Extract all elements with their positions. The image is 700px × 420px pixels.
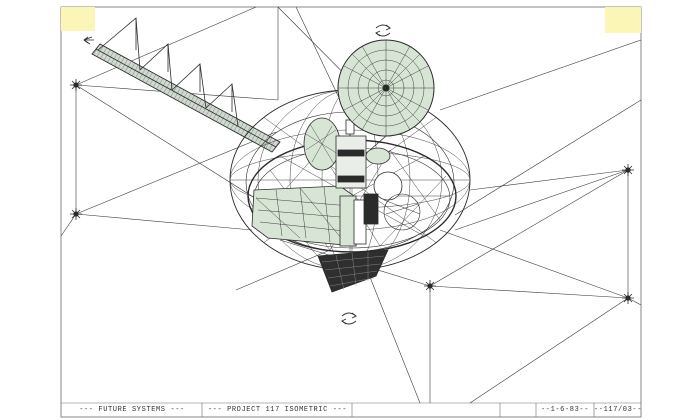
truss-boom bbox=[83, 17, 281, 153]
title-block-project: --- PROJECT 117 ISOMETRIC --- bbox=[207, 406, 348, 414]
habitat-modules bbox=[251, 185, 367, 247]
title-block-sheet-number: --117/03-- bbox=[594, 406, 643, 414]
solar-panel-array bbox=[317, 249, 389, 293]
rotation-arrow-bottom bbox=[341, 312, 357, 325]
central-core-module bbox=[303, 112, 421, 231]
cable-anchor-nodes bbox=[70, 79, 634, 304]
title-block-firm: --- FUTURE SYSTEMS --- bbox=[79, 406, 185, 414]
direction-arrow-left bbox=[83, 36, 94, 44]
tape-tab-left bbox=[61, 7, 95, 31]
rotation-arrow-top bbox=[375, 24, 391, 37]
sheet-border bbox=[60, 6, 642, 418]
tether-cable-network bbox=[60, 6, 642, 404]
title-block-frame bbox=[61, 402, 641, 417]
title-block-date: --1-6-83-- bbox=[540, 406, 589, 414]
dish-antenna bbox=[337, 39, 435, 151]
tape-tab-right bbox=[605, 7, 641, 33]
